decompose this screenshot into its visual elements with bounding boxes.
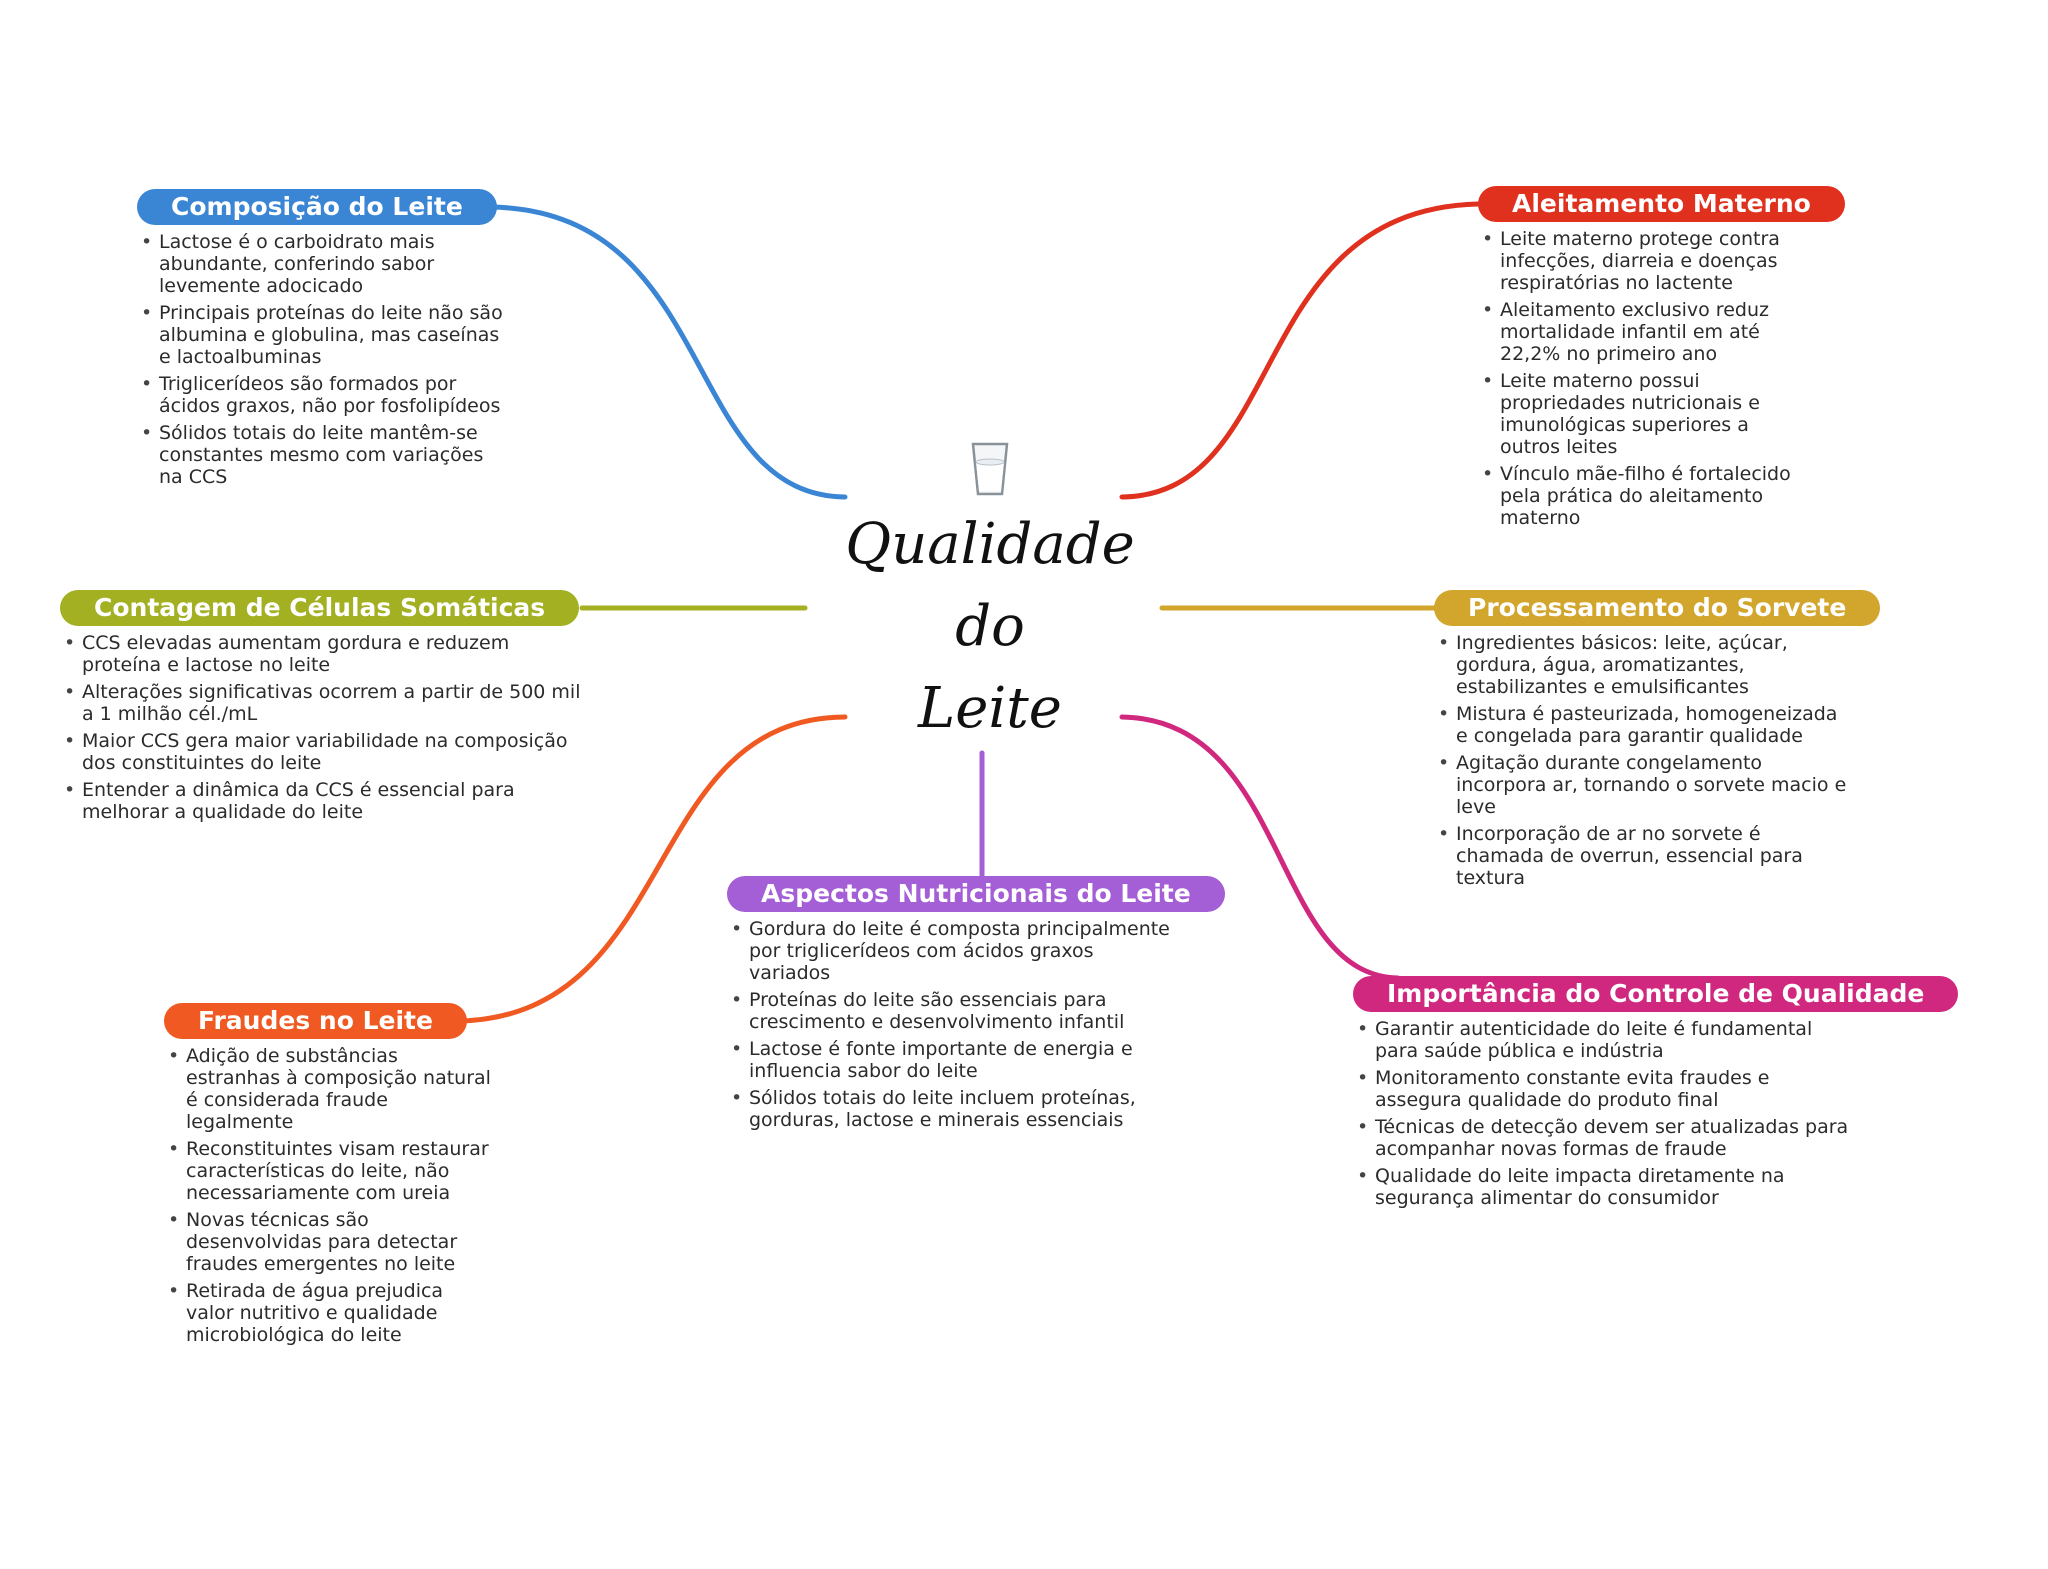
list-item: Leite materno possui propriedades nutric… (1478, 370, 1808, 458)
list-item: Incorporação de ar no sorvete é chamada … (1434, 823, 1854, 889)
list-item: Triglicerídeos são formados por ácidos g… (137, 373, 507, 417)
central-topic: Qualidade do Leite (840, 440, 1140, 750)
branch-fraudes: Fraudes no Leite Adição de substâncias e… (164, 1003, 494, 1351)
branch-title-ccs[interactable]: Contagem de Células Somáticas (60, 590, 580, 626)
branch-title-aleitamento[interactable]: Aleitamento Materno (1478, 186, 1845, 222)
list-item: Mistura é pasteurizada, homogeneizada e … (1434, 703, 1854, 747)
list-item: Proteínas do leite são essenciais para c… (727, 989, 1177, 1033)
milk-glass-icon (971, 442, 1009, 496)
branch-sorvete: Processamento do Sorvete Ingredientes bá… (1434, 590, 1881, 894)
list-item: Vínculo mãe-filho é fortalecido pela prá… (1478, 463, 1808, 529)
list-item: Retirada de água prejudica valor nutriti… (164, 1280, 494, 1346)
list-item: Ingredientes básicos: leite, açúcar, gor… (1434, 632, 1854, 698)
branch-items-fraudes: Adição de substâncias estranhas à compos… (164, 1045, 494, 1346)
list-item: Adição de substâncias estranhas à compos… (164, 1045, 494, 1133)
branch-items-controle: Garantir autenticidade do leite é fundam… (1353, 1018, 1853, 1209)
branch-items-aleitamento: Leite materno protege contra infecções, … (1478, 228, 1808, 529)
central-title-line-3: Leite (918, 676, 1062, 741)
connector-composicao (487, 204, 848, 500)
list-item: Principais proteínas do leite não são al… (137, 302, 507, 368)
connector-fraudes (457, 714, 848, 1024)
central-title-line-1: Qualidade (845, 512, 1135, 577)
list-item: Novas técnicas são desenvolvidas para de… (164, 1209, 494, 1275)
list-item: Maior CCS gera maior variabilidade na co… (60, 730, 590, 774)
branch-ccs: Contagem de Células Somáticas CCS elevad… (60, 590, 590, 828)
list-item: Técnicas de detecção devem ser atualizad… (1353, 1116, 1853, 1160)
list-item: Monitoramento constante evita fraudes e … (1353, 1067, 1853, 1111)
list-item: Alterações significativas ocorrem a part… (60, 681, 590, 725)
list-item: Leite materno protege contra infecções, … (1478, 228, 1808, 294)
list-item: Gordura do leite é composta principalmen… (727, 918, 1177, 984)
branch-nutricionais: Aspectos Nutricionais do Leite Gordura d… (727, 876, 1225, 1136)
list-item: CCS elevadas aumentam gordura e reduzem … (60, 632, 590, 676)
branch-items-composicao: Lactose é o carboidrato mais abundante, … (137, 231, 507, 488)
list-item: Lactose é fonte importante de energia e … (727, 1038, 1177, 1082)
branch-title-nutricionais[interactable]: Aspectos Nutricionais do Leite (727, 876, 1225, 912)
branch-title-fraudes[interactable]: Fraudes no Leite (164, 1003, 467, 1039)
list-item: Reconstituintes visam restaurar caracter… (164, 1138, 494, 1204)
connector-controle (1119, 714, 1401, 981)
list-item: Qualidade do leite impacta diretamente n… (1353, 1165, 1853, 1209)
branch-composicao: Composição do Leite Lactose é o carboidr… (137, 189, 507, 493)
list-item: Entender a dinâmica da CCS é essencial p… (60, 779, 590, 823)
list-item: Lactose é o carboidrato mais abundante, … (137, 231, 507, 297)
branch-title-controle[interactable]: Importância do Controle de Qualidade (1353, 976, 1959, 1012)
branch-items-sorvete: Ingredientes básicos: leite, açúcar, gor… (1434, 632, 1854, 889)
branch-title-composicao[interactable]: Composição do Leite (137, 189, 497, 225)
list-item: Sólidos totais do leite incluem proteína… (727, 1087, 1177, 1131)
branch-controle: Importância do Controle de Qualidade Gar… (1353, 976, 1959, 1214)
branch-aleitamento: Aleitamento Materno Leite materno proteg… (1478, 186, 1845, 534)
list-item: Agitação durante congelamento incorpora … (1434, 752, 1854, 818)
central-title-line-2: do (955, 594, 1025, 659)
list-item: Aleitamento exclusivo reduz mortalidade … (1478, 299, 1808, 365)
list-item: Garantir autenticidade do leite é fundam… (1353, 1018, 1853, 1062)
branch-items-nutricionais: Gordura do leite é composta principalmen… (727, 918, 1177, 1131)
list-item: Sólidos totais do leite mantêm-se consta… (137, 422, 507, 488)
branch-title-sorvete[interactable]: Processamento do Sorvete (1434, 590, 1881, 626)
connector-aleitamento (1119, 201, 1481, 500)
branch-items-ccs: CCS elevadas aumentam gordura e reduzem … (60, 632, 590, 823)
